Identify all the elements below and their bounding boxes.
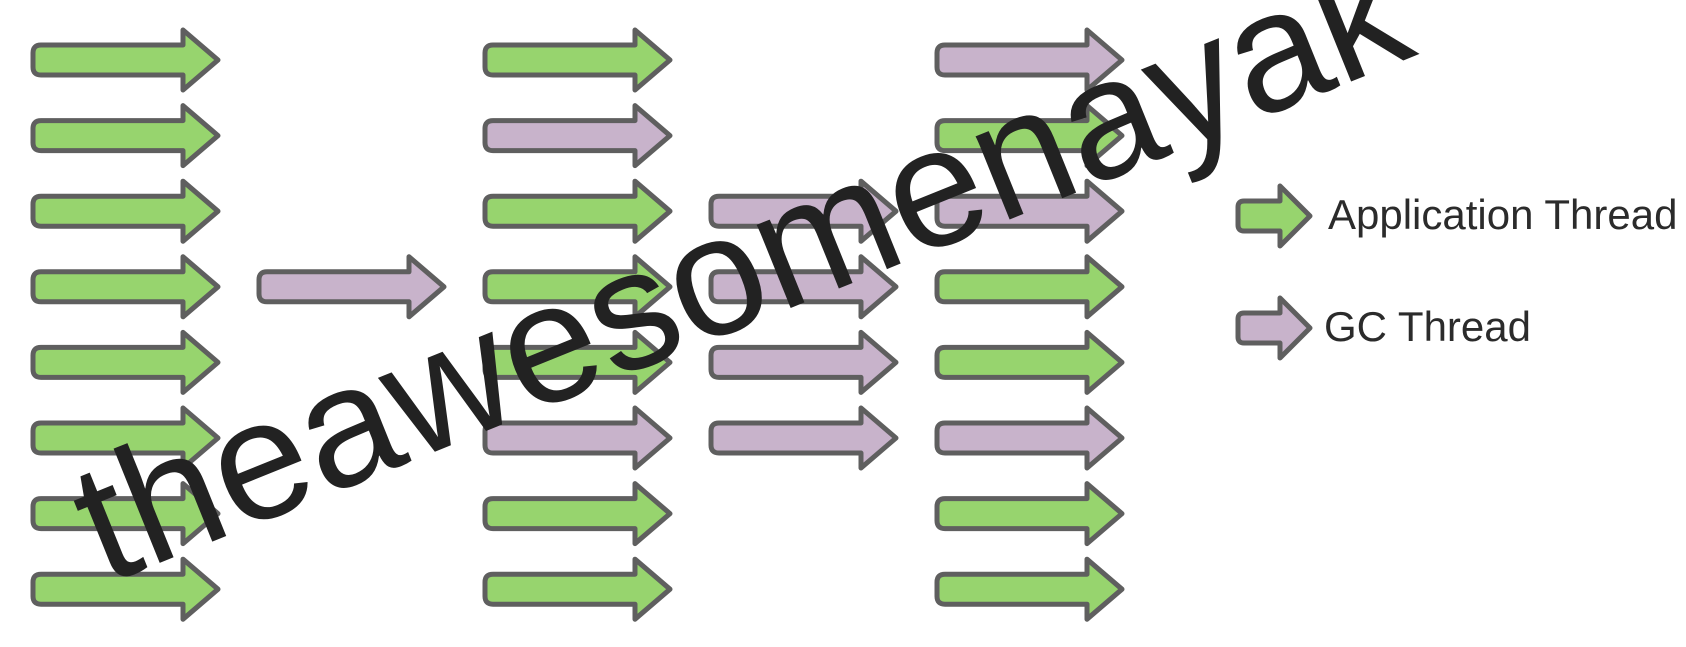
legend-label-application-thread: Application Thread [1328, 191, 1677, 238]
application-thread-arrow [482, 329, 673, 395]
gc-thread-arrow [708, 329, 899, 395]
application-thread-arrow [30, 329, 221, 395]
application-thread-arrow [30, 254, 221, 320]
gc-thread-arrow [934, 405, 1125, 471]
application-thread-arrow [482, 178, 673, 244]
application-thread-arrow [934, 481, 1125, 547]
application-thread-arrow [30, 178, 221, 244]
application-thread-arrow [482, 556, 673, 622]
gc-thread-arrow [708, 405, 899, 471]
application-thread-arrow [482, 254, 673, 320]
gc-thread-arrow [256, 254, 447, 320]
application-thread-arrow [934, 556, 1125, 622]
application-thread-arrow [30, 103, 221, 169]
gc-thread-arrow [708, 178, 899, 244]
application-thread-arrow [934, 103, 1125, 169]
application-thread-arrow [482, 481, 673, 547]
legend-item-gc-thread: GC Thread [1235, 295, 1531, 361]
gc-thread-arrow [482, 103, 673, 169]
thread-arrows [30, 27, 1125, 622]
application-thread-arrow [30, 556, 221, 622]
green-arrow-icon [1235, 183, 1313, 249]
watermark: theawesomenayak [48, 0, 1434, 619]
application-thread-arrow [30, 405, 221, 471]
gc-thread-arrow [708, 254, 899, 320]
legend-item-application-thread: Application Thread [1235, 183, 1677, 249]
legend: Application Thread GC Thread [1235, 183, 1677, 361]
purple-arrow-icon [1235, 295, 1313, 361]
application-thread-arrow [30, 27, 221, 93]
gc-thread-arrow [934, 178, 1125, 244]
application-thread-arrow [934, 254, 1125, 320]
gc-thread-arrow [934, 27, 1125, 93]
application-thread-arrow [482, 27, 673, 93]
legend-label-gc-thread: GC Thread [1324, 303, 1531, 350]
application-thread-arrow [30, 481, 221, 547]
gc-thread-arrow [482, 405, 673, 471]
application-thread-arrow [934, 329, 1125, 395]
